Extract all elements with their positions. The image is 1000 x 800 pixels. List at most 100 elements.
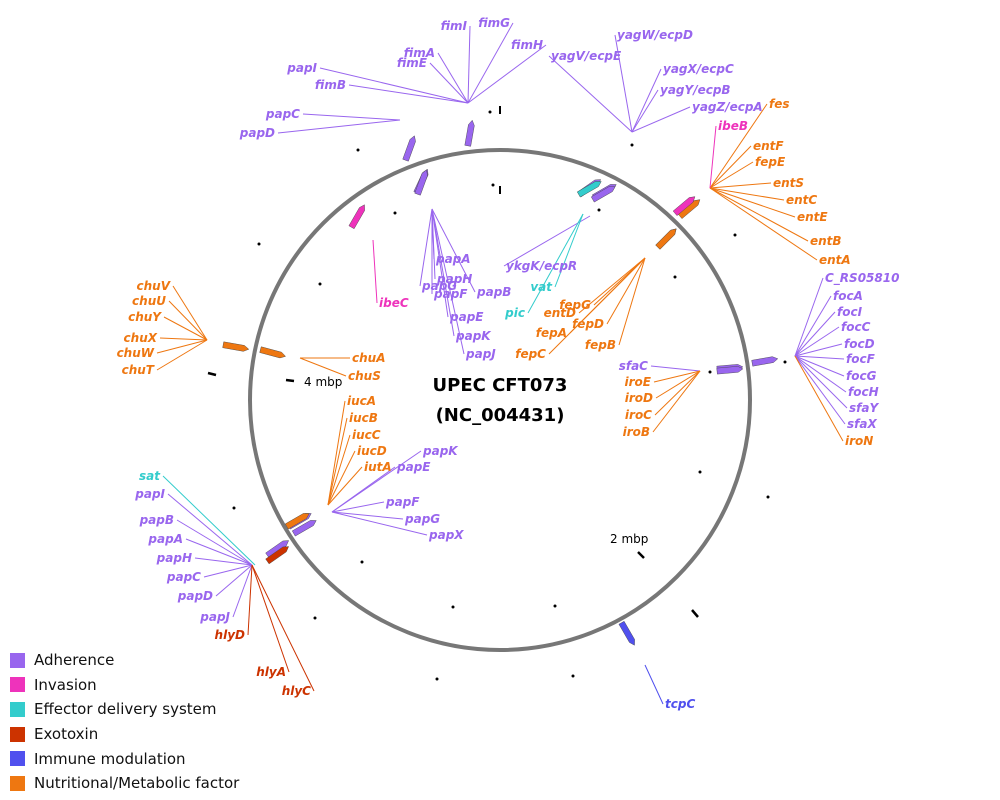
gene-leader-line [709, 182, 772, 189]
gene-arrow [414, 169, 428, 196]
gene-label: chuA [352, 351, 386, 365]
legend-item: Nutritional/Metabolic factor [10, 771, 239, 796]
gene-label: fepC [515, 347, 546, 361]
gene-label: iucC [352, 428, 381, 442]
gene-label: fepA [536, 326, 567, 340]
gene-leader-line [331, 501, 385, 513]
genome-tick [597, 208, 601, 212]
genome-tick [488, 110, 492, 114]
gene-leader-line [251, 564, 315, 692]
gene-label: entB [810, 234, 842, 248]
gene-leader-line [709, 187, 796, 218]
legend-swatch [10, 751, 25, 767]
gene-leader-line [331, 466, 396, 513]
gene-label: chuY [128, 310, 162, 324]
gene-label: papF [433, 287, 468, 301]
gene-arrow [259, 346, 286, 359]
gene-label: ibeB [718, 119, 748, 133]
gene-leader-line [618, 257, 646, 346]
gene-leader-line [156, 339, 208, 371]
gene-label: fepD [572, 317, 604, 331]
gene-label: papK [455, 329, 492, 343]
gene-leader-line [650, 365, 701, 372]
gene-leader-line [709, 187, 785, 201]
gene-label: chuU [132, 294, 166, 308]
gene-leader-line [631, 106, 691, 133]
gene-leader-line [185, 538, 253, 566]
gene-leader-line [251, 564, 290, 673]
gene-leader-line [327, 466, 363, 506]
gene-label: yagW/ecpD [617, 28, 693, 42]
gene-leader-line [232, 564, 253, 618]
legend-label: Effector delivery system [34, 700, 217, 719]
gene-label: chuX [124, 331, 158, 345]
gene-leader-line [709, 187, 818, 261]
gene-leader-line [794, 295, 832, 357]
gene-leader-line [709, 125, 717, 189]
gene-label: papA [147, 532, 183, 546]
gene-leader-line [548, 55, 633, 133]
gene-label: ykgK/ecpR [506, 259, 577, 273]
genome-tick [766, 495, 770, 499]
gene-arrow [655, 228, 677, 250]
gene-leader-line [299, 357, 347, 377]
scale-label-4mbp: 4 mbp [304, 375, 342, 389]
genome-tick [257, 242, 261, 246]
gene-label: hlyC [282, 684, 311, 698]
gene-label: papE [396, 460, 431, 474]
gene-label: hlyD [215, 628, 245, 642]
gene-leader-line [156, 339, 208, 354]
gene-label: yagX/ecpC [663, 62, 734, 76]
gene-leader-line [331, 511, 428, 536]
gene-leader-line [794, 326, 840, 357]
gene-label: sfaC [619, 359, 648, 373]
gene-leader-line [631, 89, 659, 133]
genome-tick-marks [207, 106, 787, 681]
genome-tick [318, 282, 322, 286]
gene-label: iroE [625, 375, 652, 389]
gene-label: papG [404, 512, 440, 526]
gene-leader-line [578, 257, 646, 314]
gene-label: papH [156, 551, 192, 565]
gene-arrow [464, 119, 475, 147]
legend-swatch [10, 701, 25, 717]
gene-leader-line [319, 67, 469, 104]
genome-title: UPEC CFT073 [433, 375, 568, 396]
gene-label: entF [753, 139, 784, 153]
gene-label: focC [841, 320, 871, 334]
genome-tick [733, 233, 737, 237]
gene-leader-line [631, 68, 662, 133]
gene-label: tcpC [665, 697, 695, 711]
gene-leader-line [431, 208, 455, 337]
gene-leader-line [614, 34, 633, 133]
gene-leader-line [302, 113, 401, 121]
gene-label: chuW [117, 346, 155, 360]
gene-arrow [284, 513, 310, 530]
gene-leader-line [327, 434, 351, 506]
gene-label: entE [797, 210, 828, 224]
genome-tick [698, 470, 702, 474]
genome-tick [783, 360, 787, 364]
legend-label: Immune modulation [34, 749, 186, 768]
genome-tick [691, 609, 699, 618]
gene-leader-line [215, 564, 253, 597]
gene-leader-line [348, 84, 469, 104]
genome-tick [708, 370, 712, 374]
gene-leader-line [159, 337, 208, 341]
genome-tick [285, 378, 295, 383]
gene-leader-line [606, 257, 646, 325]
gene-leader-line [709, 103, 768, 189]
legend-label: Exotoxin [34, 725, 99, 744]
gene-label: papJ [199, 610, 230, 624]
gene-leader-line [794, 277, 824, 357]
genome-tick [356, 148, 360, 152]
gene-leader-line [709, 187, 809, 242]
genome-tick [393, 211, 397, 215]
gene-leader-line [548, 257, 646, 355]
gene-leader-line [653, 370, 701, 383]
gene-label: chuV [137, 279, 172, 293]
gene-leader-line [503, 215, 591, 267]
gene-label: papE [449, 310, 484, 324]
gene-arrow [672, 196, 696, 216]
